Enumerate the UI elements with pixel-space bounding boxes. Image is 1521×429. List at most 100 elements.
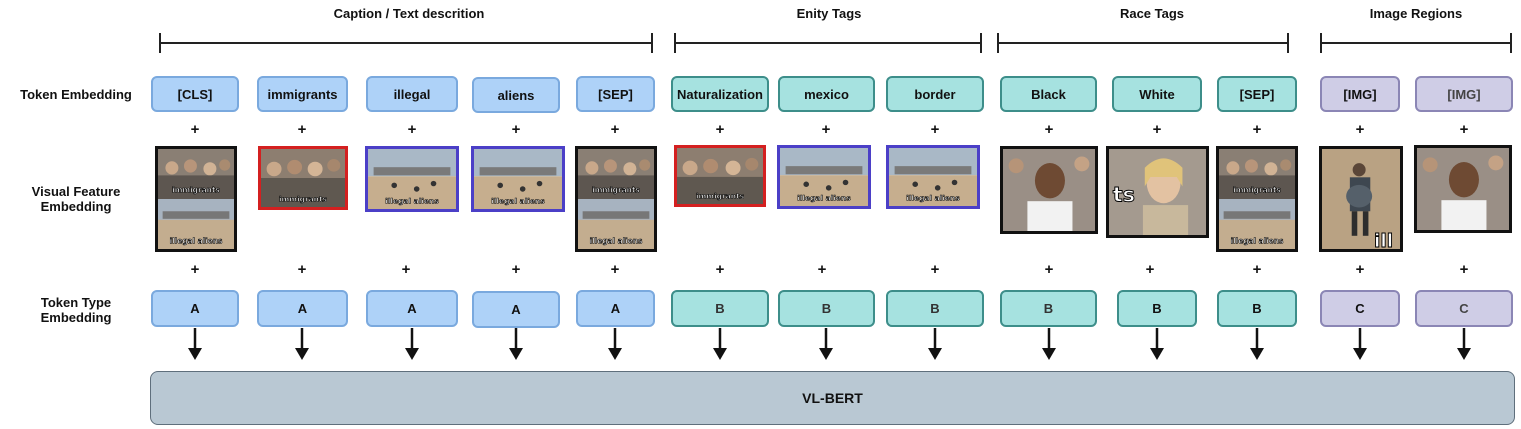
plus-sign: + [1252,261,1262,278]
plus-sign: + [1459,121,1469,138]
token-type-b: B [1217,290,1297,327]
image-caption-text: illegal aliens [590,236,643,245]
down-arrow-icon [928,328,942,360]
image-caption-text: illegal aliens [491,197,545,206]
token-black: Black [1000,76,1097,112]
bracket-entity [674,33,982,53]
plus-sign: + [821,121,831,138]
crowd-image: immigrants [674,145,766,207]
group-title-regions: Image Regions [1369,6,1463,21]
bracket-regions [1320,33,1512,53]
image-caption-text: ill [1374,231,1393,249]
plus-sign: + [1044,261,1054,278]
token-type-c: C [1320,290,1400,327]
plus-sign: + [715,261,725,278]
token-border: border [886,76,984,112]
token-img-2: [IMG] [1415,76,1513,112]
image-caption-text: immigrants [172,185,220,194]
group-title-caption: Caption / Text descrition [333,6,485,21]
token-sep-2: [SEP] [1217,76,1297,112]
plus-sign: + [511,261,521,278]
plus-sign: + [610,261,620,278]
token-type-b: B [1117,290,1197,327]
region-image-walker: ill [1319,146,1403,252]
image-caption-text: ts [1113,182,1135,206]
token-aliens: aliens [472,77,560,113]
border-image: illegal aliens [777,145,871,209]
down-arrow-icon [819,328,833,360]
row-label-type-line2: Embedding [40,310,112,325]
plus-sign: + [930,261,940,278]
plus-sign: + [401,261,411,278]
token-type-a: A [257,290,348,327]
down-arrow-icon [1250,328,1264,360]
down-arrow-icon [608,328,622,360]
token-white: White [1112,76,1202,112]
meme-image-full: immigrants illegal aliens [155,146,237,252]
token-illegal: illegal [366,76,458,112]
plus-sign: + [610,121,620,138]
down-arrow-icon [188,328,202,360]
plus-sign: + [1152,121,1162,138]
crowd-image: immigrants [258,146,348,210]
plus-sign: + [297,261,307,278]
down-arrow-icon [509,328,523,360]
person-image-man [1000,146,1098,234]
border-image: illegal aliens [365,146,459,212]
token-type-a: A [151,290,239,327]
row-label-token-embedding: Token Embedding [20,87,132,102]
plus-sign: + [1044,121,1054,138]
token-type-b: B [778,290,875,327]
token-immigrants: immigrants [257,76,348,112]
token-mexico: mexico [778,76,875,112]
image-caption-text: immigrants [1233,185,1281,194]
plus-sign: + [1145,261,1155,278]
plus-sign: + [297,121,307,138]
token-cls: [CLS] [151,76,239,112]
border-image: illegal aliens [471,146,565,212]
down-arrow-icon [1042,328,1056,360]
token-naturalization: Naturalization [671,76,769,112]
plus-sign: + [190,121,200,138]
row-label-visual-line2: Embedding [40,199,112,214]
group-title-entity: Enity Tags [796,6,862,21]
plus-sign: + [1459,261,1469,278]
token-type-a: A [366,290,458,327]
plus-sign: + [407,121,417,138]
border-image: illegal aliens [886,145,980,209]
image-caption-text: illegal aliens [170,236,223,245]
row-label-visual-line1: Visual Feature [31,184,121,199]
plus-sign: + [817,261,827,278]
plus-sign: + [715,121,725,138]
plus-sign: + [1252,121,1262,138]
image-caption-text: illegal aliens [385,197,439,206]
plus-sign: + [1355,121,1365,138]
plus-sign: + [190,261,200,278]
meme-image-full: immigrants illegal aliens [575,146,657,252]
image-caption-text: illegal aliens [1231,236,1284,245]
row-label-type-line1: Token Type [40,295,112,310]
token-type-b: B [671,290,769,327]
down-arrow-icon [1457,328,1471,360]
vl-bert-model-block: VL-BERT [150,371,1515,425]
group-title-race: Race Tags [1119,6,1185,21]
plus-sign: + [511,121,521,138]
down-arrow-icon [1353,328,1367,360]
bracket-race [997,33,1289,53]
image-caption-text: illegal aliens [906,194,960,203]
region-image-man [1414,145,1512,233]
bracket-caption [159,33,653,53]
person-image-woman: ts [1106,146,1209,238]
image-caption-text: immigrants [592,185,640,194]
down-arrow-icon [405,328,419,360]
plus-sign: + [930,121,940,138]
down-arrow-icon [713,328,727,360]
token-type-c: C [1415,290,1513,327]
plus-sign: + [1355,261,1365,278]
token-img-1: [IMG] [1320,76,1400,112]
down-arrow-icon [295,328,309,360]
image-caption-text: illegal aliens [797,194,851,203]
row-label-token-type: Token Type Embedding [0,295,152,325]
image-caption-text: immigrants [696,192,745,201]
meme-image-full: immigrants illegal aliens [1216,146,1298,252]
